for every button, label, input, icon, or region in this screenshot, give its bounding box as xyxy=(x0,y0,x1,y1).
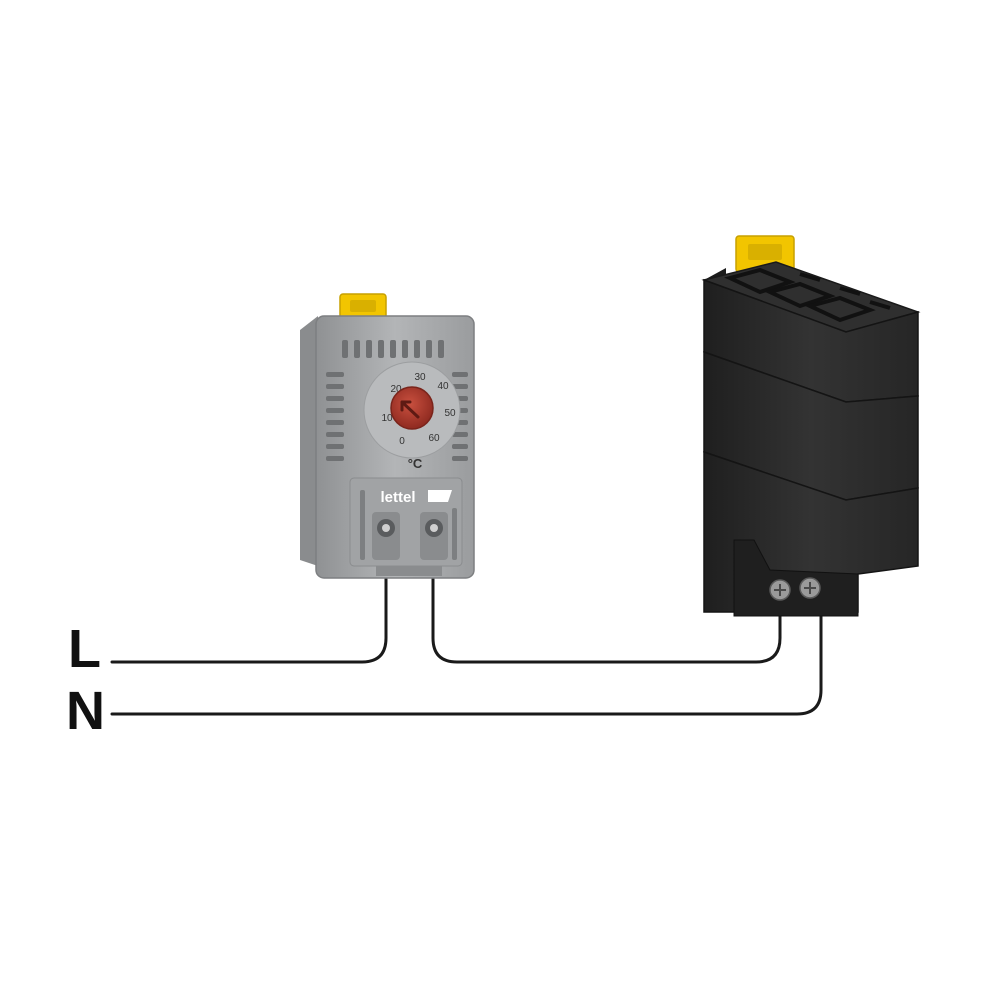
line-wire xyxy=(110,566,388,664)
wires xyxy=(110,566,823,716)
scale-label: 40 xyxy=(437,381,449,392)
thermostat: 0 10 20 30 40 50 60 °C lettel xyxy=(300,293,475,579)
knob-arrow-icon xyxy=(400,400,420,419)
thermostat-terminals xyxy=(372,512,448,560)
scale-label: 10 xyxy=(381,413,393,424)
scale-label: 50 xyxy=(444,408,456,419)
temperature-knob[interactable] xyxy=(390,386,434,430)
brand-logo: lettel xyxy=(380,489,415,506)
heater xyxy=(701,235,921,617)
line-label: L xyxy=(68,619,101,679)
scale-label: 60 xyxy=(428,433,440,444)
heater-terminals xyxy=(769,577,821,601)
scale-label: 0 xyxy=(399,436,405,447)
neutral-label: N xyxy=(66,681,105,741)
unit-label: °C xyxy=(408,456,423,471)
scale-label: 30 xyxy=(414,372,426,383)
heater-terminal-block xyxy=(733,539,859,617)
neutral-wire xyxy=(110,603,823,716)
link-wire xyxy=(431,566,782,664)
scale-label: 20 xyxy=(390,384,402,395)
